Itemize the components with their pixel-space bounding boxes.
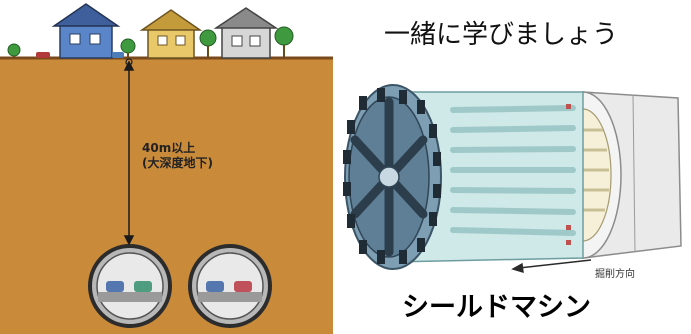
house-gray-icon xyxy=(213,7,279,59)
direction-label: 掘削方向 xyxy=(595,269,635,280)
surface-car-icon xyxy=(112,52,124,58)
depth-annotation: 40m以上 (大深度地下) xyxy=(142,141,232,171)
shield-machine-illustration xyxy=(333,0,691,334)
tunnel-right xyxy=(188,244,272,328)
shield-body xyxy=(392,91,584,263)
depth-label-line2: (大深度地下) xyxy=(142,156,213,170)
house-yellow-icon xyxy=(139,9,203,59)
house-blue-icon xyxy=(51,3,121,59)
excavation-direction-arrow xyxy=(511,259,592,273)
depth-label-line1: 40m以上 xyxy=(142,141,196,155)
machine-title: シールドマシン xyxy=(402,292,591,323)
surface-car-icon xyxy=(36,52,50,58)
tunnel-left xyxy=(88,244,172,328)
shield-machine-drawing xyxy=(333,0,691,334)
cutter-head xyxy=(343,84,442,270)
cross-section-drawing xyxy=(0,0,333,334)
page-heading: 一緒に学びましょう xyxy=(384,20,619,50)
depth-arrow xyxy=(123,60,135,246)
cross-section-illustration xyxy=(0,0,333,334)
